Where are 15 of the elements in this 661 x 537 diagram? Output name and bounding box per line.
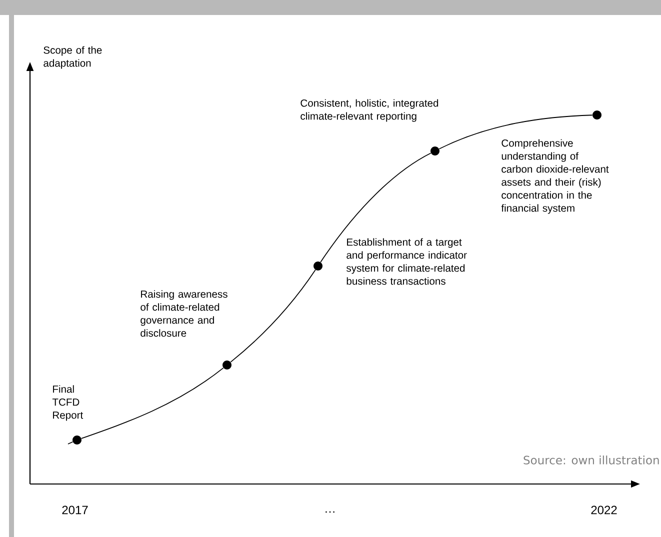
milestone-text: Comprehensive understanding of carbon dioxide-relevant assets and their (risk) concentration in the financial system	[501, 139, 609, 214]
axis-tick-label: …	[326, 511, 334, 513]
curve-segment	[81, 367, 224, 439]
milestone-text: Consistent, holistic, integrated climate-relevant reporting	[300, 99, 438, 122]
source-note: Source: own illustration	[524, 456, 659, 464]
curve-segment	[320, 152, 432, 263]
milestone-text: Raising awareness of climate-related governance and disclosure	[140, 290, 228, 337]
axis-tick-label: 2017	[62, 506, 88, 514]
curve-segment	[68, 441, 74, 444]
curve-segment	[438, 114, 593, 150]
curve-segment	[230, 269, 316, 362]
axis-tick-label: 2022	[591, 506, 617, 514]
milestone-text: Establishment of a target and performance indicator system for climate-related business transactions	[346, 238, 467, 285]
milestone-text: Final TCFD Report	[52, 385, 84, 421]
axis-title: Scope of the adaptation	[44, 46, 102, 69]
